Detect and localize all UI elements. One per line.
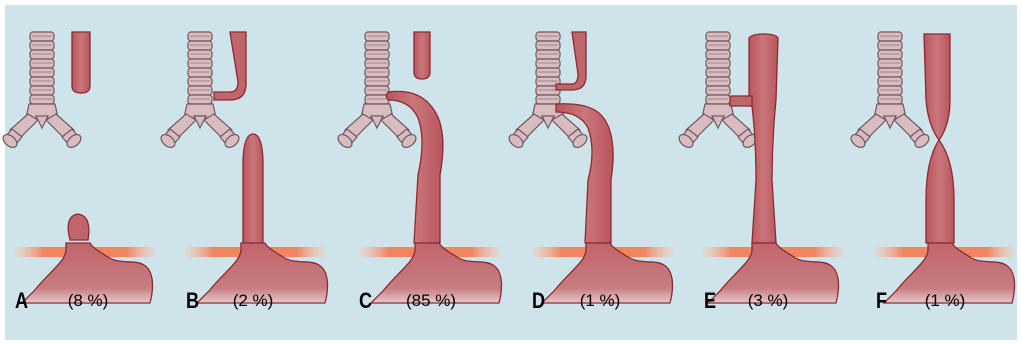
panel-percent: (2 %) bbox=[213, 291, 293, 311]
h-type-fistula bbox=[730, 96, 752, 106]
panel-percent: (1 %) bbox=[560, 291, 640, 311]
trachea-icon bbox=[1, 32, 84, 150]
lower-esophageal-pouch bbox=[68, 214, 89, 240]
panel-c bbox=[336, 32, 502, 303]
panel-letter: B bbox=[186, 288, 199, 314]
panel-e bbox=[677, 32, 843, 303]
panel-letter: C bbox=[359, 288, 372, 314]
panel-letter: A bbox=[15, 288, 28, 314]
esophagus-icon bbox=[924, 34, 950, 140]
lower-esophageal-pouch bbox=[243, 134, 263, 243]
trachea-icon bbox=[336, 32, 419, 150]
trachea-icon bbox=[159, 32, 242, 150]
panel-d bbox=[507, 32, 673, 303]
panel-letter: F bbox=[876, 288, 887, 314]
panel-percent: (3 %) bbox=[728, 291, 808, 311]
upper-esophageal-pouch bbox=[414, 32, 430, 79]
esophageal-stenosis bbox=[926, 140, 954, 243]
upper-esophageal-fistula bbox=[214, 32, 246, 100]
panel-percent: (85 %) bbox=[391, 291, 471, 311]
panel-letter: D bbox=[532, 288, 545, 314]
panel-b bbox=[159, 32, 328, 303]
panel-letter: E bbox=[704, 288, 716, 314]
panel-f bbox=[849, 32, 1015, 303]
panel-a bbox=[1, 32, 155, 303]
panel-percent: (1 %) bbox=[905, 291, 985, 311]
trachea-icon bbox=[677, 32, 760, 150]
upper-esophageal-pouch bbox=[72, 32, 90, 93]
lower-esophageal-fistula bbox=[386, 91, 443, 243]
panel-percent: (8 %) bbox=[48, 291, 128, 311]
trachea-icon bbox=[849, 32, 932, 150]
